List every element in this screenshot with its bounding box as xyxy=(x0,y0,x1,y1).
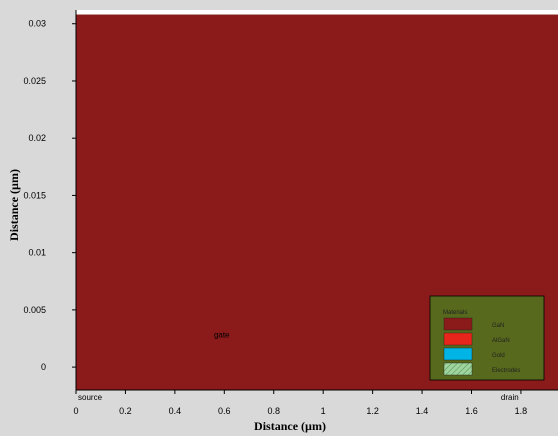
y-tick-label: 0.015 xyxy=(23,190,46,200)
legend-swatch-electrodes xyxy=(443,362,473,376)
y-tick-label: 0.025 xyxy=(23,76,46,86)
electrode-label-gate: gate xyxy=(214,330,230,339)
electrodes-group: source drain gate xyxy=(78,330,519,402)
x-tick-label: 0 xyxy=(73,406,78,416)
y-axis-label: Distance (µm) xyxy=(7,169,21,241)
electrode-label-drain: drain xyxy=(501,393,519,402)
x-tick-label: 1.2 xyxy=(366,406,379,416)
x-axis-label: Distance (µm) xyxy=(254,419,326,433)
x-tick-label: 1.6 xyxy=(465,406,478,416)
x-tick-label: 0.2 xyxy=(119,406,132,416)
y-tick-label: 0 xyxy=(41,362,46,372)
x-tick-label: 0.4 xyxy=(169,406,182,416)
legend-title: Materials xyxy=(443,310,467,316)
x-tick-label: 0.8 xyxy=(267,406,280,416)
electrode-label-source: source xyxy=(78,393,103,402)
legend-label-electrodes: Electrodes xyxy=(492,368,520,374)
legend-swatch-gold xyxy=(443,347,473,361)
legend-label-gan: GaN xyxy=(492,323,504,329)
x-tick-label: 1 xyxy=(321,406,326,416)
y-tick-label: 0.005 xyxy=(23,305,46,315)
y-tick-label: 0.03 xyxy=(28,19,46,29)
x-tick-label: 1.8 xyxy=(515,406,528,416)
x-axis-ticks: 0 0.2 0.4 0.6 0.8 1 1.2 1.4 1.6 1.8 xyxy=(73,390,527,416)
x-tick-label: 1.4 xyxy=(416,406,429,416)
legend-label-algan: AlGaN xyxy=(492,338,510,344)
legend-label-gold: Gold xyxy=(492,353,505,359)
x-tick-label: 0.6 xyxy=(218,406,231,416)
y-tick-label: 0.01 xyxy=(28,248,46,258)
y-axis-ticks: 0 0.005 0.01 0.015 0.02 0.025 0.03 xyxy=(23,19,76,372)
y-tick-label: 0.02 xyxy=(28,133,46,143)
legend-swatch-gan xyxy=(443,317,473,331)
legend-swatch-algan xyxy=(443,332,473,346)
